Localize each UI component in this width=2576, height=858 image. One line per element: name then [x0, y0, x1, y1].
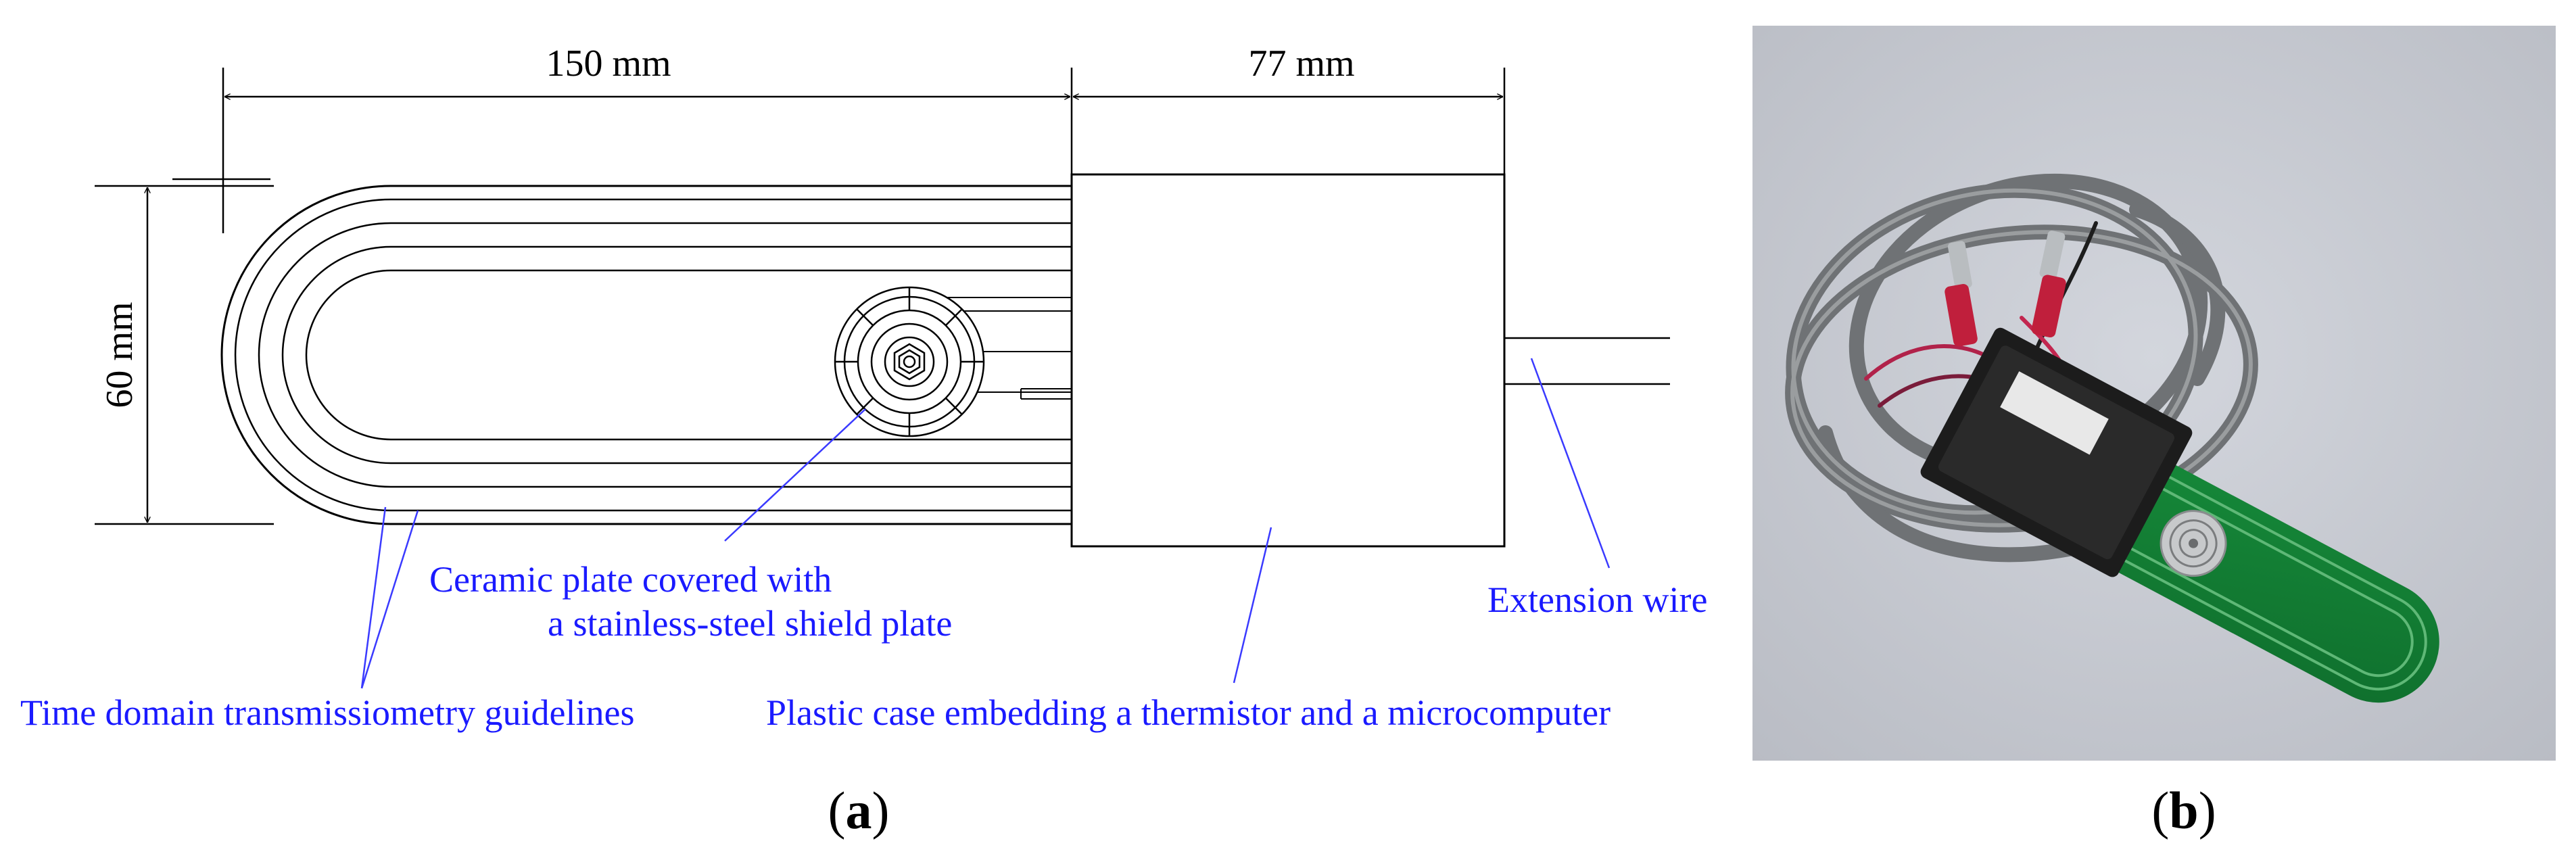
dim-label-60mm: 60 mm — [99, 302, 141, 408]
callout-plastic-case: Plastic case embedding a thermistor and … — [766, 692, 1611, 733]
panel-label-b: (b) — [2151, 781, 2216, 840]
dim-label-77mm: 77 mm — [1248, 43, 1354, 85]
probe-body-outline — [220, 185, 1072, 525]
alligator-clips — [1945, 231, 2066, 347]
dimension-60mm — [95, 185, 274, 525]
dimension-77mm — [1073, 68, 1506, 174]
callout-extension-wire: Extension wire — [1487, 579, 1707, 620]
panel-label-a: (a) — [828, 781, 890, 840]
panel-a-drawing: 150 mm 77 mm 60 mm Ceramic plate covered… — [20, 43, 1707, 840]
extension-wire — [1504, 337, 1670, 385]
callout-ceramic-line2: a stainless-steel shield plate — [548, 603, 952, 644]
dim-label-150mm: 150 mm — [546, 43, 671, 85]
ceramic-shield-plate — [834, 286, 985, 437]
callout-tdt-guidelines: Time domain transmissiometry guidelines — [20, 692, 634, 733]
callout-ceramic-line1: Ceramic plate covered with — [429, 559, 832, 600]
tdt-guideline-outer — [234, 198, 1072, 512]
callout-leaders — [360, 358, 1611, 689]
panel-b-photo — [1752, 26, 2556, 761]
tdt-guideline-inner — [281, 245, 1072, 464]
dimension-150mm — [172, 68, 1073, 233]
plastic-case — [1070, 173, 1506, 548]
photo-black-case — [1920, 327, 2193, 577]
